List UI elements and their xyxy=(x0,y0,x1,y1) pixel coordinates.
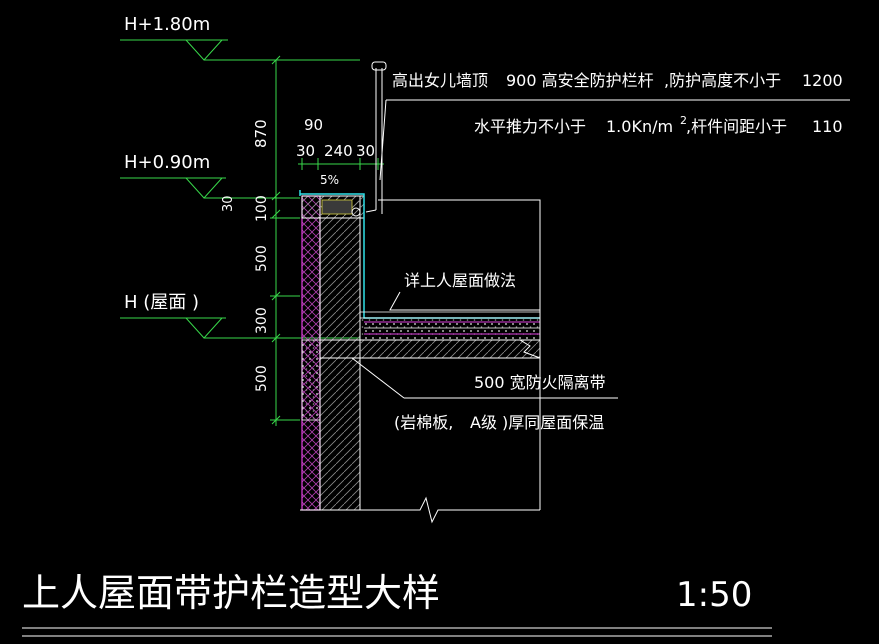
dim-90: 90 xyxy=(304,116,323,134)
dim-240: 240 xyxy=(324,142,353,160)
building-outline xyxy=(300,199,541,524)
note-railing-height: 900 高安全防护栏杆 xyxy=(506,71,654,90)
note-insulation: A级 )厚同屋面保温 xyxy=(470,413,604,432)
vertical-dimension xyxy=(270,55,300,426)
note-thrust: 水平推力不小于 xyxy=(474,117,586,136)
railing xyxy=(365,61,387,214)
note-roof-method: 详上人屋面做法 xyxy=(404,271,516,290)
roof-slab xyxy=(319,311,541,359)
slope-label: 5% xyxy=(320,173,339,187)
note-rockwool: (岩棉板, xyxy=(394,413,453,432)
dim-100: 100 xyxy=(254,195,270,222)
horizontal-dimension xyxy=(298,158,384,170)
title-underline xyxy=(22,627,772,637)
note-superscript: 2 xyxy=(680,114,687,127)
dim-870: 870 xyxy=(252,119,270,148)
leader-lines xyxy=(351,99,850,399)
drawing-scale: 1:50 xyxy=(676,575,752,615)
level-marker-top xyxy=(120,39,360,61)
dim-30b: 30 xyxy=(356,142,375,160)
level-marker-mid xyxy=(120,177,300,199)
dim-30a: 30 xyxy=(296,142,315,160)
note-spacing: ,杆件间距小于 xyxy=(686,117,787,136)
dim-300: 300 xyxy=(254,307,270,334)
note-110: 110 xyxy=(812,117,843,136)
note-fire-barrier: 500 宽防火隔离带 xyxy=(474,373,606,392)
dim-500b: 500 xyxy=(254,365,270,392)
note-thrust-value: 1.0Kn/m xyxy=(606,117,673,136)
dim-30v: 30 xyxy=(221,195,236,212)
dim-500a: 500 xyxy=(254,245,270,272)
level-label-top: H+1.80m xyxy=(124,14,210,35)
level-label-roof: H (屋面 ) xyxy=(124,292,199,313)
note-protection: ,防护高度不小于 xyxy=(664,71,781,90)
level-label-mid: H+0.90m xyxy=(124,152,210,173)
note-parapet: 高出女儿墙顶 xyxy=(392,71,488,90)
note-1200: 1200 xyxy=(802,71,843,90)
drawing-title: 上人屋面带护栏造型大样 xyxy=(22,571,440,615)
